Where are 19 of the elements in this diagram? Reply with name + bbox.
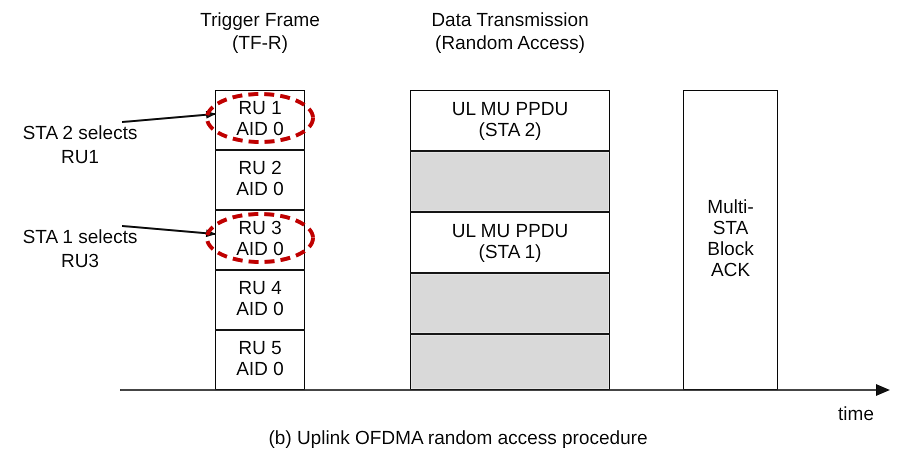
resource-unit-box: RU 4 AID 0	[215, 270, 305, 330]
arrow	[122, 110, 216, 123]
arrow	[122, 225, 216, 238]
empty-slot-box	[410, 151, 610, 212]
data-frame-box: UL MU PPDU (STA 1)	[410, 212, 610, 273]
resource-unit-box: RU 3 AID 0	[215, 210, 305, 270]
ack-box: Multi-STA Block ACK	[683, 90, 778, 390]
column-heading: Data Transmission (Random Access)	[430, 10, 590, 56]
data-frame-box: UL MU PPDU (STA 2)	[410, 90, 610, 151]
caption: (b) Uplink OFDMA random access procedure	[267, 428, 649, 450]
column-heading: Trigger Frame (TF-R)	[199, 10, 321, 56]
axis-label: time	[838, 404, 874, 426]
station-note: STA 1 selects RU3	[5, 226, 155, 282]
empty-slot-box	[410, 334, 610, 390]
resource-unit-box: RU 2 AID 0	[215, 150, 305, 210]
resource-unit-box: RU 1 AID 0	[215, 90, 305, 150]
station-note: STA 2 selects RU1	[5, 122, 155, 178]
empty-slot-box	[410, 273, 610, 334]
resource-unit-box: RU 5 AID 0	[215, 330, 305, 390]
